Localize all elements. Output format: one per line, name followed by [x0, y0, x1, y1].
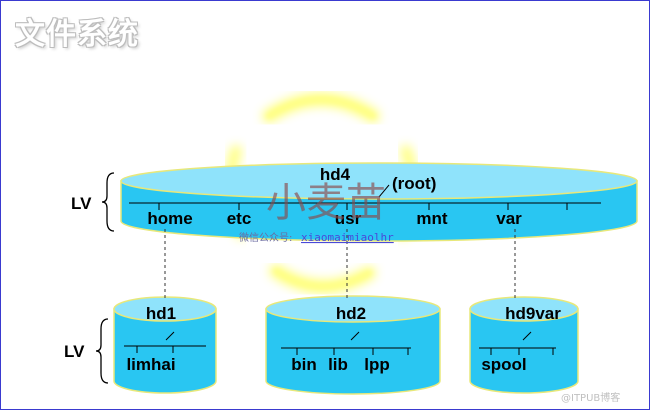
dir-label-var: var — [496, 209, 522, 228]
dir-label-usr: usr — [335, 209, 362, 228]
dir-label-lpp: lpp — [364, 355, 390, 374]
dir-label-home: home — [147, 209, 192, 228]
dir-label-etc: etc — [227, 209, 252, 228]
page-title: 文件系统 — [15, 17, 139, 52]
volume-name-hd9var: hd9var — [505, 304, 561, 323]
volume-cylinder-hd1 — [113, 296, 217, 394]
bottom-lv-brace — [95, 318, 109, 384]
volume-cylinder-hd2 — [265, 295, 441, 395]
top-volume-name: hd4 — [320, 165, 351, 184]
watermark-handle: xiaomaimiaolhr — [301, 231, 394, 244]
corner-watermark: @ITPUB博客 — [561, 391, 620, 404]
dir-label-bin: bin — [291, 355, 317, 374]
watermark-text: 小麦苗 — [266, 180, 386, 226]
tree-lines — [124, 184, 601, 355]
volume-name-hd1: hd1 — [146, 304, 176, 323]
watermark-caption: 微信公众号: — [239, 231, 292, 244]
lv-braces — [95, 172, 115, 384]
top-lv-brace — [101, 172, 115, 232]
dir-label-lib: lib — [328, 355, 348, 374]
bottom-lv-label: LV — [64, 342, 85, 361]
dir-label-spool: spool — [481, 355, 526, 374]
dir-label-limhai: limhai — [126, 355, 175, 374]
volume-cylinder-hd9var — [469, 296, 579, 394]
root-label: (root) — [392, 174, 436, 193]
dir-label-mnt: mnt — [416, 209, 448, 228]
top-lv-label: LV — [71, 194, 92, 213]
top-volume-cylinder — [120, 162, 638, 242]
volume-name-hd2: hd2 — [336, 304, 366, 323]
